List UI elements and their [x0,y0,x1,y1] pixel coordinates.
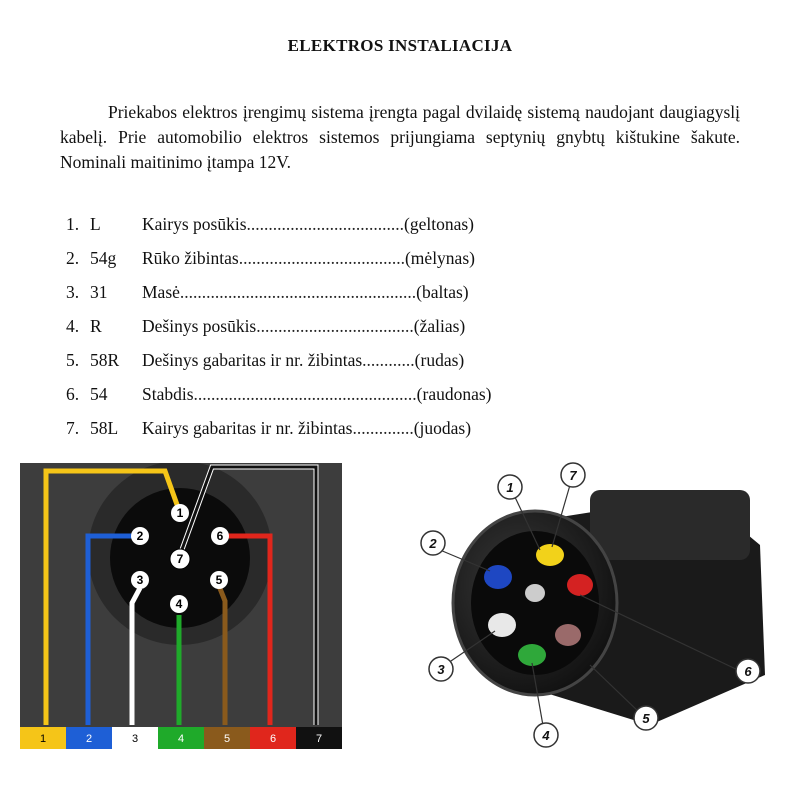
pin-function: Kairys gabaritas ir nr. žibintas [142,418,353,438]
legend-label: 7 [316,733,322,745]
pin-num: 6. [66,384,80,404]
pin-code: 31 [90,282,108,302]
legend-label: 4 [178,733,184,745]
legend-label: 3 [132,733,138,745]
pin-description: Rūko žibintas...........................… [142,248,475,269]
callout-label: 2 [428,536,437,551]
document-title: ELEKTROS INSTALIACIJA [287,36,513,55]
legend-swatch [250,727,296,749]
pin-description: Kairys gabaritas ir nr. žibintas........… [142,418,471,439]
connector-illustration: 1 2 3 4 5 6 7 [420,462,765,748]
legend-swatch [204,727,250,749]
pin-description: Kairys posūkis..........................… [142,214,474,235]
pin-code: 54g [90,248,117,268]
pin-num: 4. [66,316,80,336]
pin-wire-color: (raudonas) [416,384,492,404]
pin-code: 54 [90,384,108,404]
pin-function: Masė [142,282,180,302]
pin-wire-color: (rudas) [414,350,465,370]
legend-swatch [20,727,66,749]
socket-pin-label: 4 [176,597,183,611]
legend-swatch [66,727,112,749]
pin-leader-dots: .............. [352,418,414,438]
pin-leader-dots: ........................................… [179,282,417,302]
pin-leader-dots: ............ [362,350,415,370]
legend-swatch [112,727,158,749]
callout-label: 5 [642,711,650,726]
callout-label: 6 [744,664,752,679]
wiring-diagram: 1 2 3 4 5 6 7 1 2 3 4 5 6 7 [20,463,342,749]
pin-wire-color: (žalias) [413,316,466,336]
pin-function: Dešinys gabaritas ir nr. žibintas [142,350,363,370]
socket-pin-label: 7 [177,552,184,566]
pin-function: Rūko žibintas [142,248,239,268]
pin-num: 3. [66,282,80,302]
pin-code: L [90,214,101,234]
pin-wire-color: (mėlynas) [404,248,475,268]
pin-function: Kairys posūkis [142,214,247,234]
legend-label: 5 [224,733,230,745]
pin-function: Dešinys posūkis [142,316,257,336]
pin-description: Dešinys posūkis.........................… [142,316,465,337]
pin-description: Masė....................................… [142,282,469,303]
legend-swatch [296,727,342,749]
pin-code: 58R [90,350,120,370]
pin-code: R [90,316,102,336]
pin-wire-color: (juodas) [413,418,472,438]
legend-label: 6 [270,733,276,745]
callout-label: 3 [437,662,445,677]
socket-pin-label: 3 [137,573,144,587]
intro-paragraph: Priekabos elektros įrengimų sistema įren… [60,102,740,172]
pin-leader-dots: ........................................… [193,384,417,404]
legend-label: 2 [86,733,92,745]
legend-swatch [158,727,204,749]
pin-num: 1. [66,214,80,234]
pin-function: Stabdis [142,384,194,404]
socket-pin-label: 5 [216,573,223,587]
pin-num: 7. [66,418,80,438]
legend-label: 1 [40,733,46,745]
callout-label: 4 [541,728,550,743]
pin-code: 58L [90,418,119,438]
pin-leader-dots: .................................... [246,214,405,234]
callout-label: 1 [506,480,513,495]
pin-leader-dots: ...................................... [238,248,405,268]
socket-pin-label: 6 [217,529,224,543]
pin-num: 5. [66,350,80,370]
pin-description: Stabdis.................................… [142,384,492,405]
pin-num: 2. [66,248,80,268]
callout-label: 7 [569,468,577,483]
socket-pin-label: 1 [177,506,184,520]
socket-pin-label: 2 [137,529,144,543]
pin-leader-dots: .................................... [256,316,414,336]
pin-wire-color: (baltas) [416,282,469,302]
pin-description: Dešinys gabaritas ir nr. žibintas.......… [142,350,464,371]
pin-wire-color: (geltonas) [404,214,474,234]
